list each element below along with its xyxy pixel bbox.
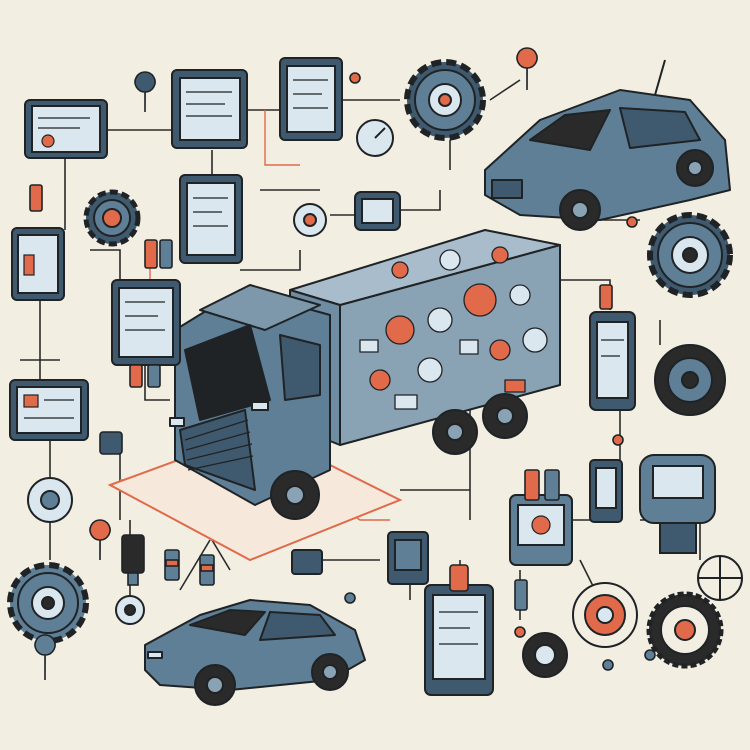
gauge-icon (27, 477, 73, 523)
tablet-icon (24, 99, 108, 159)
connector-plug-icon (121, 534, 145, 586)
wiring-network (20, 79, 701, 620)
sedan-icon (144, 599, 366, 706)
sedan-side-window (259, 611, 336, 641)
node-dot (344, 592, 356, 604)
sedan-headlight (147, 651, 163, 659)
wire (240, 250, 301, 271)
truck-headlight-left (169, 417, 185, 427)
ecu-module-icon (639, 454, 716, 554)
trailer-circuit-pattern (359, 246, 548, 410)
grille-slats (184, 419, 254, 471)
truck-side-window (279, 334, 321, 401)
wire (264, 110, 300, 166)
location-pin-icon (134, 71, 156, 113)
node-dot (514, 626, 526, 638)
node-dot (602, 659, 614, 671)
gauge-icon (115, 595, 145, 625)
sensor-icon (29, 184, 43, 212)
wire (400, 190, 441, 211)
truck-cab-roof (199, 284, 321, 331)
tablet-icon (11, 227, 65, 301)
wheel-icon (654, 344, 726, 416)
gear-icon (83, 189, 141, 247)
gauge-icon (293, 203, 327, 237)
node-dot (349, 72, 361, 84)
gauge-icon (356, 119, 394, 157)
sedan-windshield (189, 609, 266, 636)
truck-grille (179, 409, 256, 491)
gear-icon (646, 591, 724, 669)
node-dot (626, 216, 638, 228)
node-dot (644, 649, 656, 661)
tablet-icon (589, 311, 636, 411)
wire (144, 360, 170, 401)
tablet-icon (171, 69, 248, 149)
ecu-module-icon (509, 494, 573, 566)
sensor-icon (129, 364, 161, 388)
node-dot (612, 434, 624, 446)
sensor-icon (599, 284, 613, 310)
gear-icon (404, 59, 486, 141)
sensor-icon (449, 564, 469, 592)
sensor-icon (524, 469, 560, 501)
tablet-icon (111, 279, 181, 366)
sensor-icon (99, 431, 123, 455)
tablet-icon (9, 379, 89, 441)
tablet-icon (179, 174, 243, 264)
suv-icon (484, 59, 731, 231)
sensor-icon (514, 579, 528, 611)
wheel-icon (697, 555, 743, 601)
location-pin-icon (89, 519, 111, 561)
gear-icon (7, 562, 89, 644)
wire (90, 249, 121, 290)
wire (489, 79, 521, 101)
suv-side-window (619, 107, 701, 149)
location-pin-icon (516, 47, 538, 91)
gear-icon (647, 212, 733, 298)
ecu-module-icon (387, 531, 429, 585)
connector-plug-icon (164, 549, 180, 581)
suv-antenna (654, 59, 666, 96)
connector-plug-icon (199, 554, 215, 586)
ecu-module-icon (354, 191, 401, 231)
wheel-icon (572, 582, 638, 648)
tablet-icon (279, 57, 343, 141)
suv-windshield (529, 109, 611, 151)
ecu-module-icon (589, 459, 623, 523)
ecu-module-icon (291, 549, 323, 575)
tablet-icon (424, 584, 494, 696)
wheel-icon (522, 632, 568, 678)
truck-icon (169, 229, 561, 520)
truck-headlight-right (251, 401, 269, 411)
suv-grille (491, 179, 523, 199)
truck-windshield (184, 324, 271, 421)
sensor-icon (144, 239, 173, 269)
wire (179, 539, 211, 591)
location-pin-icon (34, 634, 56, 681)
